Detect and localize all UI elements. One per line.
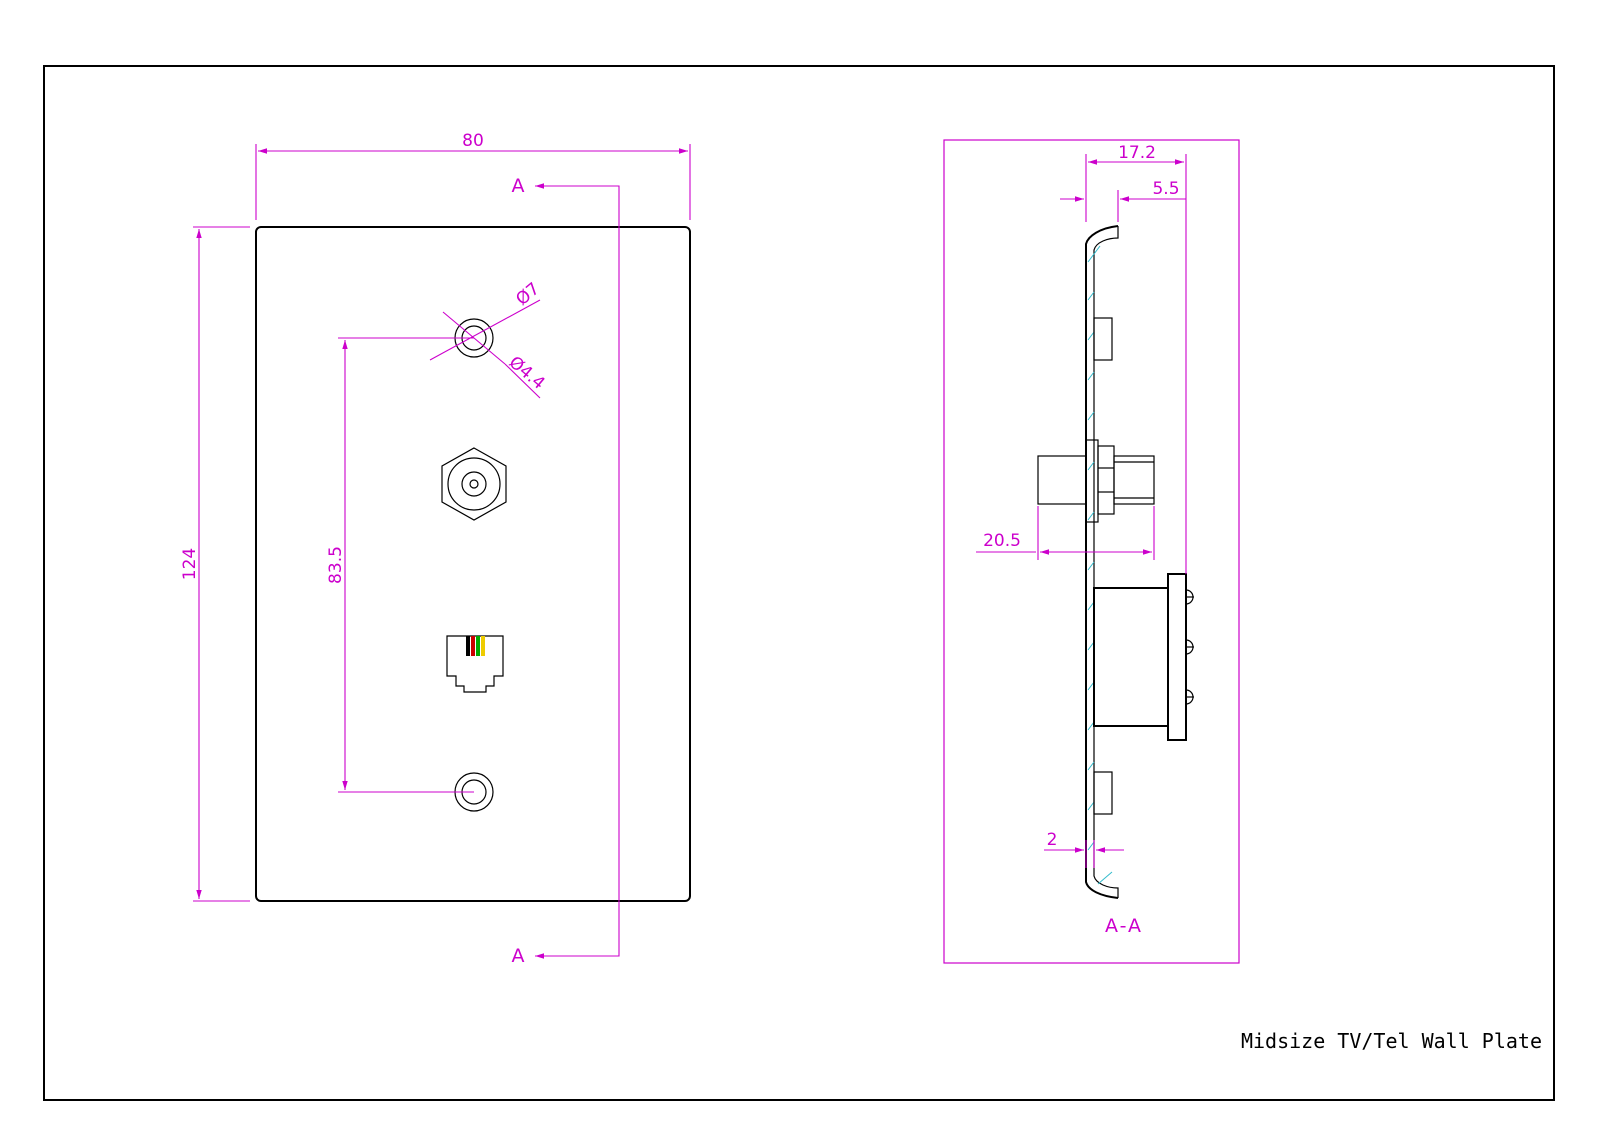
- front-view: 80 124 83.5 Ø7 Ø4.4 A A: [180, 131, 691, 967]
- dim-text-plate-height: 124: [180, 548, 200, 580]
- rj11-wire: [481, 636, 485, 656]
- dim-text-outer-diameter: Ø7: [512, 279, 543, 310]
- plate-outline: [255, 226, 691, 902]
- dim-plate-width: 80: [255, 131, 691, 220]
- dim-total-depth: 17.2: [1085, 143, 1187, 574]
- dim-plate-height: 124: [180, 226, 250, 902]
- dim-text-plate-width: 80: [462, 131, 484, 151]
- section-marker-top: A: [512, 175, 527, 197]
- dim-text-connector-length: 20.5: [983, 531, 1021, 551]
- dim-text-total-depth: 17.2: [1118, 143, 1156, 163]
- dim-text-front-depth: 5.5: [1152, 179, 1179, 199]
- plate-hatching: [1087, 245, 1113, 885]
- dim-hole-spacing: 83.5: [326, 337, 474, 793]
- dim-text-inner-diameter: Ø4.4: [505, 353, 549, 394]
- dim-connector-length: 20.5: [976, 506, 1155, 560]
- section-frame: [943, 139, 1240, 964]
- section-line: A A: [512, 175, 620, 967]
- screw-boss-top: [1093, 317, 1113, 361]
- rj11-wire: [466, 636, 470, 656]
- rj11-wire: [476, 636, 480, 656]
- section-view: 17.2 5.5 20.5 2 A-A: [943, 139, 1240, 964]
- rj11-jack: [446, 635, 504, 693]
- drawing-title: Midsize TV/Tel Wall Plate: [1241, 1029, 1542, 1053]
- rj11-module-side: [1093, 573, 1194, 741]
- f-connector: [441, 447, 507, 521]
- screw-boss-bottom: [1093, 771, 1113, 815]
- dim-text-plate-thickness: 2: [1047, 830, 1058, 850]
- f-connector-side: [1037, 439, 1155, 523]
- drawing-border: [43, 65, 1555, 1101]
- dim-plate-thickness: 2: [1044, 830, 1124, 868]
- rj11-wire: [471, 636, 475, 656]
- dim-front-depth: 5.5: [1060, 179, 1186, 222]
- section-label: A-A: [1105, 915, 1143, 937]
- section-marker-bottom: A: [512, 945, 527, 967]
- plate-section: [1085, 225, 1119, 899]
- dim-text-hole-spacing: 83.5: [326, 546, 346, 584]
